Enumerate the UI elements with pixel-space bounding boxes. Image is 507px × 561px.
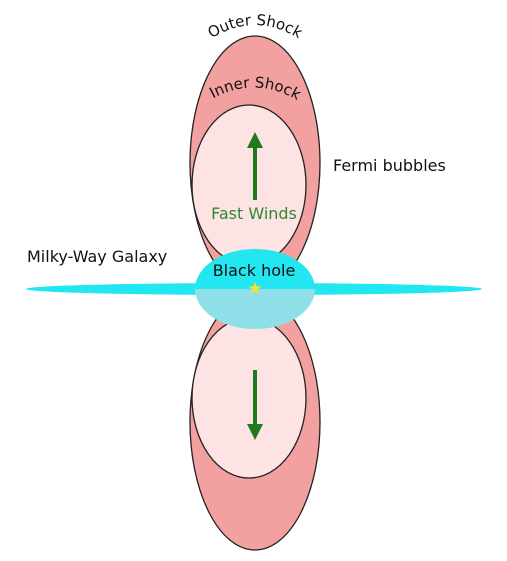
fermi-bubbles-label: Fermi bubbles (333, 156, 446, 175)
black-hole-star-icon (248, 282, 262, 294)
inner-shock-lower-lobe (191, 317, 307, 479)
fast-winds-label: Fast Winds (211, 204, 297, 223)
galactic-bulge-lower (195, 289, 315, 329)
galactic-bulge-upper (195, 249, 315, 289)
milky-way-galaxy-label: Milky-Way Galaxy (27, 247, 167, 266)
black-hole-label: Black hole (213, 261, 296, 280)
inner-shock-upper-lobe (191, 104, 307, 266)
